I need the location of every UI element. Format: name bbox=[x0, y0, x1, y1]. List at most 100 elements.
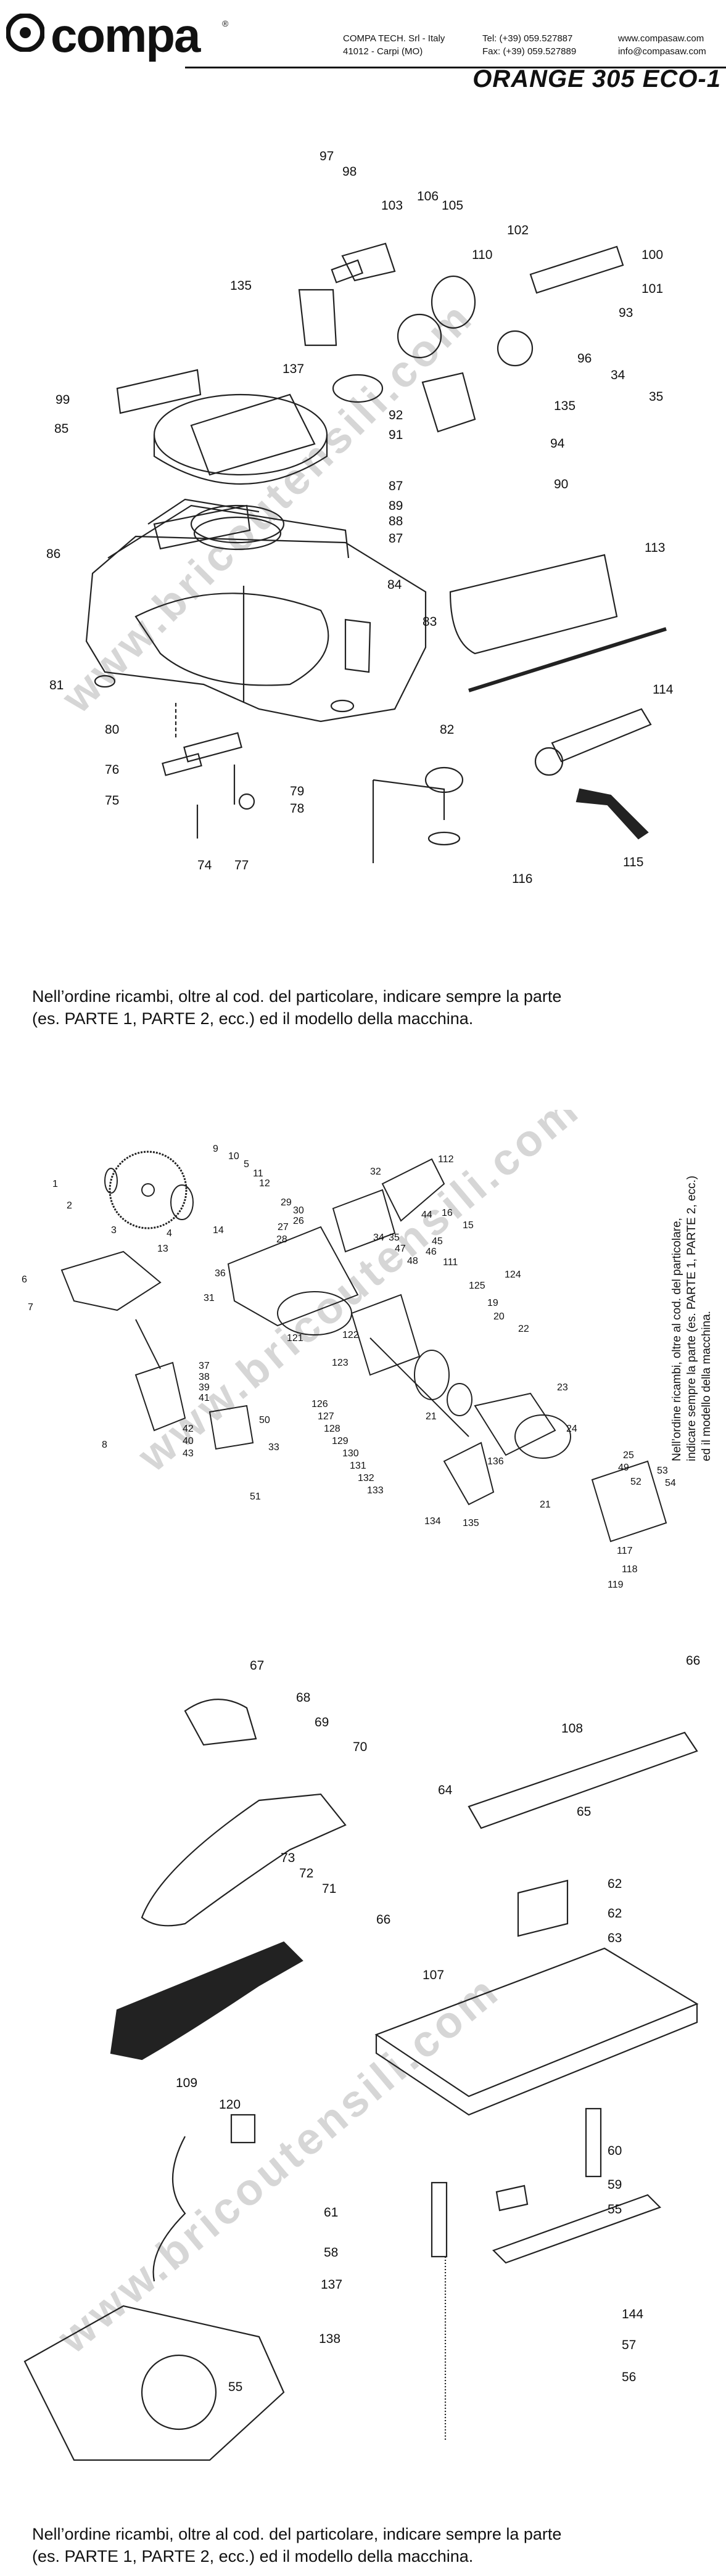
part-label: 105 bbox=[442, 199, 463, 213]
header-divider bbox=[185, 67, 726, 68]
part-label: 35 bbox=[389, 1233, 400, 1243]
part-label: 3 bbox=[111, 1225, 117, 1236]
part-label: 121 bbox=[287, 1333, 303, 1343]
part-label: 47 bbox=[395, 1244, 406, 1254]
part-label: 6 bbox=[22, 1274, 27, 1285]
part-label: 12 bbox=[259, 1178, 270, 1189]
part-label: 125 bbox=[469, 1281, 485, 1291]
fax-number: Fax: (+39) 059.527889 bbox=[482, 46, 577, 57]
part-label: 14 bbox=[213, 1225, 224, 1236]
accessories bbox=[162, 554, 667, 863]
part-label: 26 bbox=[293, 1216, 304, 1226]
part-label: 42 bbox=[183, 1424, 194, 1434]
watermark: www.bricoutensili.com bbox=[128, 1110, 589, 1482]
part-label: 9 bbox=[213, 1144, 218, 1154]
part-label: 73 bbox=[281, 1851, 295, 1865]
note-line: (es. PARTE 1, PARTE 2, ecc.) ed il model… bbox=[32, 1009, 474, 1028]
part-label: 135 bbox=[554, 399, 575, 413]
part-label: 77 bbox=[234, 858, 249, 872]
part-label: 16 bbox=[442, 1208, 453, 1218]
website-link[interactable]: www.compasaw.com bbox=[618, 33, 704, 44]
part-label: 111 bbox=[443, 1257, 458, 1268]
email-link[interactable]: info@compasaw.com bbox=[618, 46, 706, 57]
part-label: 39 bbox=[199, 1382, 210, 1393]
part-label: 66 bbox=[376, 1913, 390, 1927]
part-label: 88 bbox=[389, 514, 403, 528]
part-label: 58 bbox=[324, 2246, 338, 2260]
part-label: 117 bbox=[617, 1546, 633, 1556]
part-label: 28 bbox=[276, 1234, 287, 1245]
phone-number: Tel: (+39) 059.527887 bbox=[482, 33, 573, 44]
part-label: 72 bbox=[299, 1866, 313, 1881]
part-label: 115 bbox=[623, 855, 643, 869]
part-label: 50 bbox=[259, 1415, 270, 1425]
part-label: 48 bbox=[407, 1256, 418, 1266]
part-label: 13 bbox=[157, 1244, 168, 1254]
part-label: 63 bbox=[608, 1931, 622, 1945]
part-label: 55 bbox=[228, 2380, 242, 2394]
part-label: 69 bbox=[315, 1715, 329, 1729]
part-label: 59 bbox=[608, 2178, 622, 2192]
part-label: 36 bbox=[215, 1268, 226, 1279]
turntable bbox=[153, 393, 328, 551]
ordering-note-2: Nell’ordine ricambi, oltre al cod. del p… bbox=[32, 2523, 711, 2567]
part-label: 135 bbox=[230, 279, 252, 293]
part-label: 29 bbox=[281, 1197, 292, 1208]
part-label: 54 bbox=[665, 1478, 676, 1488]
ordering-note-vertical: Nell’ordine ricambi, oltre al cod. del p… bbox=[670, 1116, 725, 1461]
part-label: 118 bbox=[622, 1564, 638, 1575]
part-label: 96 bbox=[577, 351, 592, 366]
part-label: 74 bbox=[197, 858, 212, 872]
part-label: 130 bbox=[342, 1448, 359, 1459]
part-label: 62 bbox=[608, 1877, 622, 1891]
part-label: 132 bbox=[358, 1473, 374, 1483]
part-label: 112 bbox=[438, 1154, 454, 1165]
part-label: 93 bbox=[619, 306, 633, 320]
part-label: 129 bbox=[332, 1436, 349, 1446]
part-label: 137 bbox=[321, 2278, 342, 2292]
part-label: 123 bbox=[332, 1358, 349, 1368]
part-label: 122 bbox=[342, 1330, 359, 1340]
part-label: 103 bbox=[381, 199, 403, 213]
compa-logo-mark-icon bbox=[6, 14, 44, 52]
part-label: 101 bbox=[641, 282, 663, 296]
part-label: 127 bbox=[318, 1411, 334, 1422]
part-label: 97 bbox=[320, 149, 334, 163]
part-label: 56 bbox=[622, 2370, 636, 2384]
part-label: 40 bbox=[183, 1436, 194, 1446]
part-label: 68 bbox=[296, 1691, 310, 1705]
part-number-labels: 67 68 69 70 66 108 64 65 73 72 71 66 62 … bbox=[176, 1654, 700, 2394]
part-label: 137 bbox=[283, 362, 304, 376]
part-label: 20 bbox=[493, 1311, 505, 1322]
machine-model: ORANGE 305 ECO-1 bbox=[472, 65, 721, 92]
part-label: 21 bbox=[540, 1499, 551, 1510]
part-label: 120 bbox=[219, 2098, 241, 2112]
part-label: 15 bbox=[463, 1220, 474, 1231]
part-label: 128 bbox=[324, 1424, 340, 1434]
part-label: 11 bbox=[253, 1168, 263, 1179]
part-label: 131 bbox=[350, 1461, 366, 1471]
part-label: 135 bbox=[463, 1518, 479, 1528]
note-line: Nell’ordine ricambi, oltre al cod. del p… bbox=[32, 987, 562, 1006]
part-label: 81 bbox=[49, 678, 64, 692]
part-label: 10 bbox=[228, 1151, 239, 1162]
ordering-note-1: Nell’ordine ricambi, oltre al cod. del p… bbox=[32, 985, 711, 1030]
exploded-diagram-part-2: www.bricoutensili.com 9 10 5 11 12 29 30… bbox=[22, 1110, 676, 1590]
part-label: 53 bbox=[657, 1466, 668, 1476]
part-label: 38 bbox=[199, 1372, 210, 1382]
part-label: 144 bbox=[622, 2307, 643, 2321]
company-address: 41012 - Carpi (MO) bbox=[343, 46, 423, 57]
part-label: 27 bbox=[278, 1222, 289, 1233]
part-label: 89 bbox=[389, 499, 403, 513]
part-label: 8 bbox=[102, 1440, 107, 1450]
part-label: 30 bbox=[293, 1205, 304, 1216]
part-label: 51 bbox=[250, 1491, 261, 1502]
part-label: 91 bbox=[389, 428, 403, 442]
part-label: 24 bbox=[566, 1424, 577, 1434]
part-label: 23 bbox=[557, 1382, 568, 1393]
part-label: 107 bbox=[423, 1968, 444, 1982]
part-label: 2 bbox=[67, 1200, 72, 1211]
part-number-labels: 9 10 5 11 12 29 30 27 26 28 1 2 3 4 14 3… bbox=[22, 1144, 676, 1590]
exploded-diagram-part-3: www.bricoutensili.com 67 68 69 70 66 108… bbox=[23, 1654, 700, 2461]
company-info: COMPA TECH. Srl - Italy 41012 - Carpi (M… bbox=[343, 32, 445, 58]
